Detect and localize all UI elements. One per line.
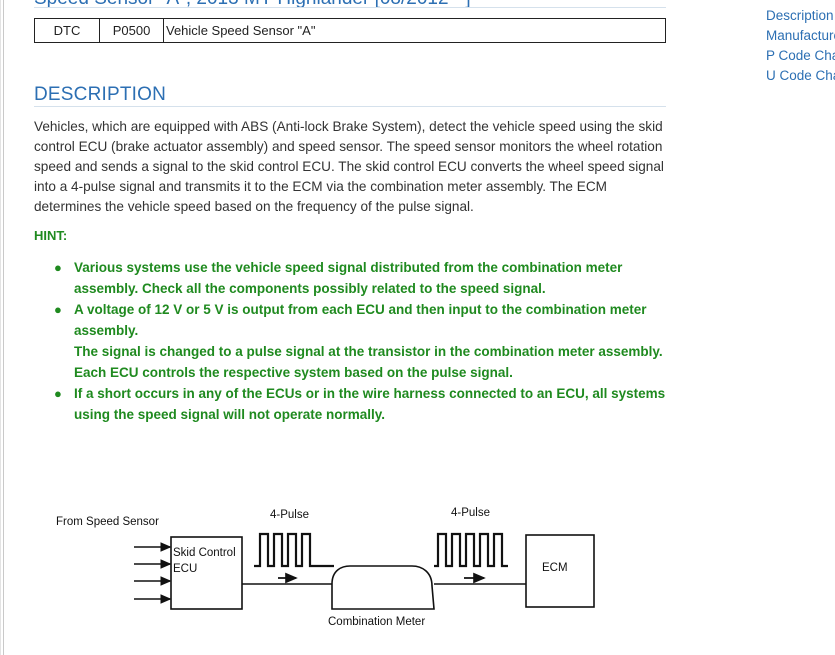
- hint-line: assembly.: [74, 323, 139, 338]
- window-edge: [0, 0, 1, 655]
- hint-line: Each ECU controls the respective system …: [74, 365, 513, 380]
- hint-line: using the speed signal will not operate …: [74, 407, 386, 422]
- hint-line: assembly. Check all the components possi…: [74, 281, 546, 296]
- hint-item: ● A voltage of 12 V or 5 V is output fro…: [34, 299, 666, 383]
- sidebar-link-manufacturer[interactable]: Manufacturer: [766, 28, 835, 43]
- pulse-waveform-left: [254, 532, 334, 568]
- description-heading: DESCRIPTION: [34, 84, 167, 105]
- hint-line: Various systems use the vehicle speed si…: [74, 260, 623, 275]
- sidebar-link-p-code-charts[interactable]: P Code Charts: [766, 48, 835, 63]
- pulse-label-left: 4-Pulse: [270, 509, 309, 521]
- hint-item: ● If a short occurs in any of the ECUs o…: [34, 383, 666, 425]
- bullet-icon: ●: [54, 302, 62, 317]
- combination-meter-label: Combination Meter: [328, 616, 425, 628]
- bullet-icon: ●: [54, 386, 62, 401]
- ecu-label: ECU: [173, 563, 197, 575]
- diagram-canvas: From Speed Sensor Skid Control ECU 4-Pul…: [56, 507, 595, 628]
- pulse-label-right: 4-Pulse: [451, 507, 490, 519]
- pulse-waveform-right: [434, 532, 508, 568]
- speed-signal-diagram: From Speed Sensor Skid Control ECU 4-Pul…: [50, 500, 610, 645]
- hint-line: A voltage of 12 V or 5 V is output from …: [74, 302, 647, 317]
- sidebar-link-description[interactable]: Description: [766, 8, 834, 23]
- hint-list: ● Various systems use the vehicle speed …: [34, 257, 666, 425]
- sidebar-nav: Description Manufacturer P Code Charts U…: [766, 6, 835, 86]
- hint-item: ● Various systems use the vehicle speed …: [34, 257, 666, 299]
- title-divider: [34, 7, 666, 8]
- hint-line: The signal is changed to a pulse signal …: [74, 344, 663, 359]
- hint-label: HINT:: [34, 228, 68, 243]
- content-border: [3, 0, 4, 655]
- dtc-table: DTC P0500 Vehicle Speed Sensor "A": [34, 18, 666, 43]
- dtc-description-cell: Vehicle Speed Sensor "A": [163, 18, 666, 43]
- description-divider: [34, 106, 666, 107]
- dtc-label-cell: DTC: [34, 18, 100, 43]
- from-speed-sensor-label: From Speed Sensor: [56, 516, 159, 528]
- description-text: Vehicles, which are equipped with ABS (A…: [34, 119, 664, 214]
- input-arrows: [134, 542, 172, 604]
- skid-control-ecu-box: [170, 536, 243, 610]
- table-row: DTC P0500 Vehicle Speed Sensor "A": [34, 18, 666, 43]
- skid-control-label: Skid Control: [173, 547, 236, 559]
- ecm-label: ECM: [542, 562, 568, 574]
- page-title: Speed Sensor "A", 2013 MY Highlander [08…: [34, 0, 666, 9]
- ecm-box: [525, 534, 595, 608]
- sidebar-link-u-code-charts[interactable]: U Code Charts: [766, 68, 835, 83]
- bullet-icon: ●: [54, 260, 62, 275]
- hint-line: If a short occurs in any of the ECUs or …: [74, 386, 666, 401]
- combination-meter-shape: [331, 565, 435, 610]
- dtc-code-cell: P0500: [99, 18, 164, 43]
